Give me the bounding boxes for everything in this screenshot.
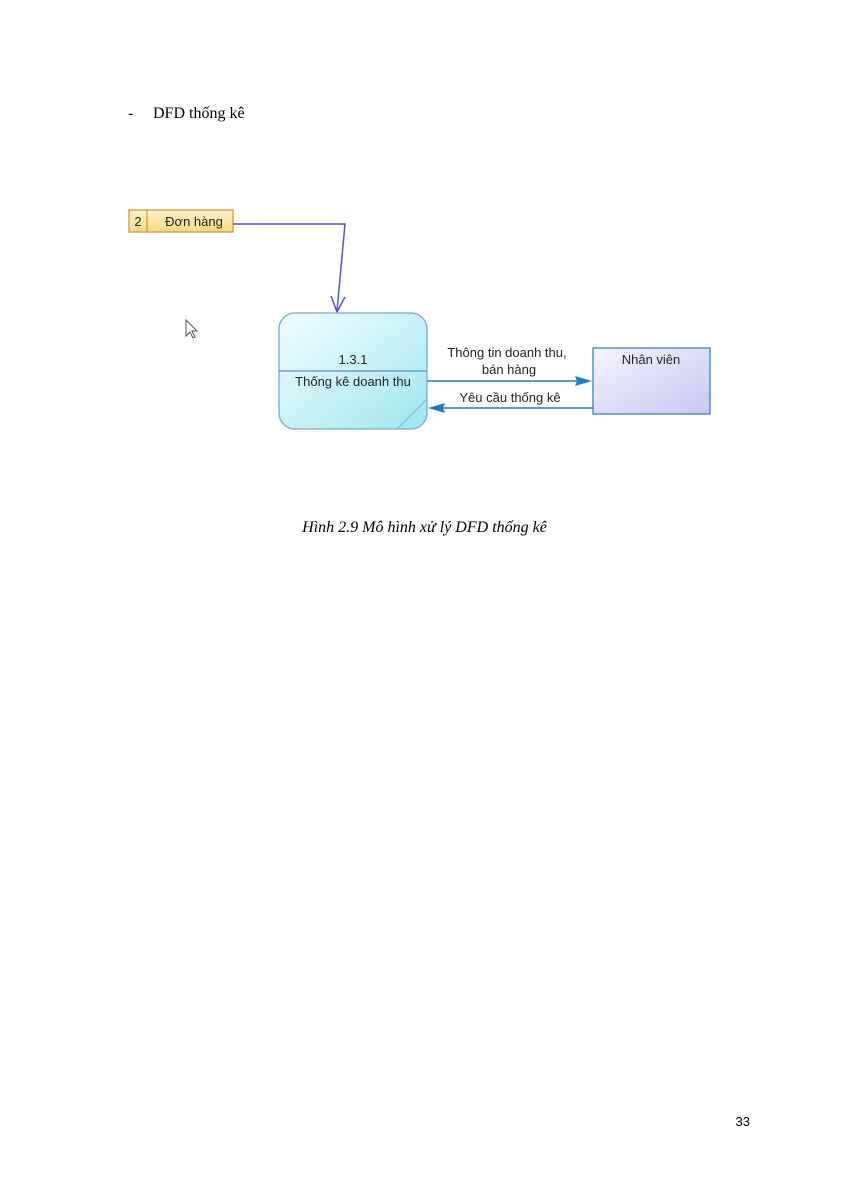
page-number: 33	[735, 1114, 750, 1129]
process-name: Thống kê doanh thu	[295, 374, 411, 389]
flow-store-to-process	[233, 223, 346, 314]
process-number: 1.3.1	[339, 352, 368, 367]
heading-text: DFD thống kê	[153, 105, 245, 122]
flow-out-label-line2: bán hàng	[482, 362, 536, 377]
section-heading: - DFD thống kê	[128, 104, 245, 124]
data-store-id: 2	[134, 214, 141, 229]
dfd-diagram: 2 Đơn hàng 1.3.1 Thống kê doanh thu Nhân…	[128, 209, 711, 430]
data-store-name: Đơn hàng	[165, 214, 223, 229]
process-thong-ke-doanh-thu: 1.3.1 Thống kê doanh thu	[278, 312, 428, 430]
flow-in-label: Yêu cầu thống kê	[459, 390, 560, 405]
figure-caption: Hình 2.9 Mô hình xử lý DFD thống kê	[302, 519, 547, 536]
flow-out-label-line1: Thông tin doanh thu,	[447, 345, 566, 360]
data-store-don-hang: 2 Đơn hàng	[128, 209, 234, 233]
entity-name: Nhân viên	[622, 352, 681, 367]
mouse-pointer-icon	[185, 318, 199, 339]
bullet-dash: -	[128, 105, 134, 122]
flow-process-to-entity: Thông tin doanh thu, bán hàng	[427, 345, 592, 386]
flow-entity-to-process: Yêu cầu thống kê	[428, 390, 593, 413]
entity-nhan-vien: Nhân viên	[592, 347, 711, 415]
